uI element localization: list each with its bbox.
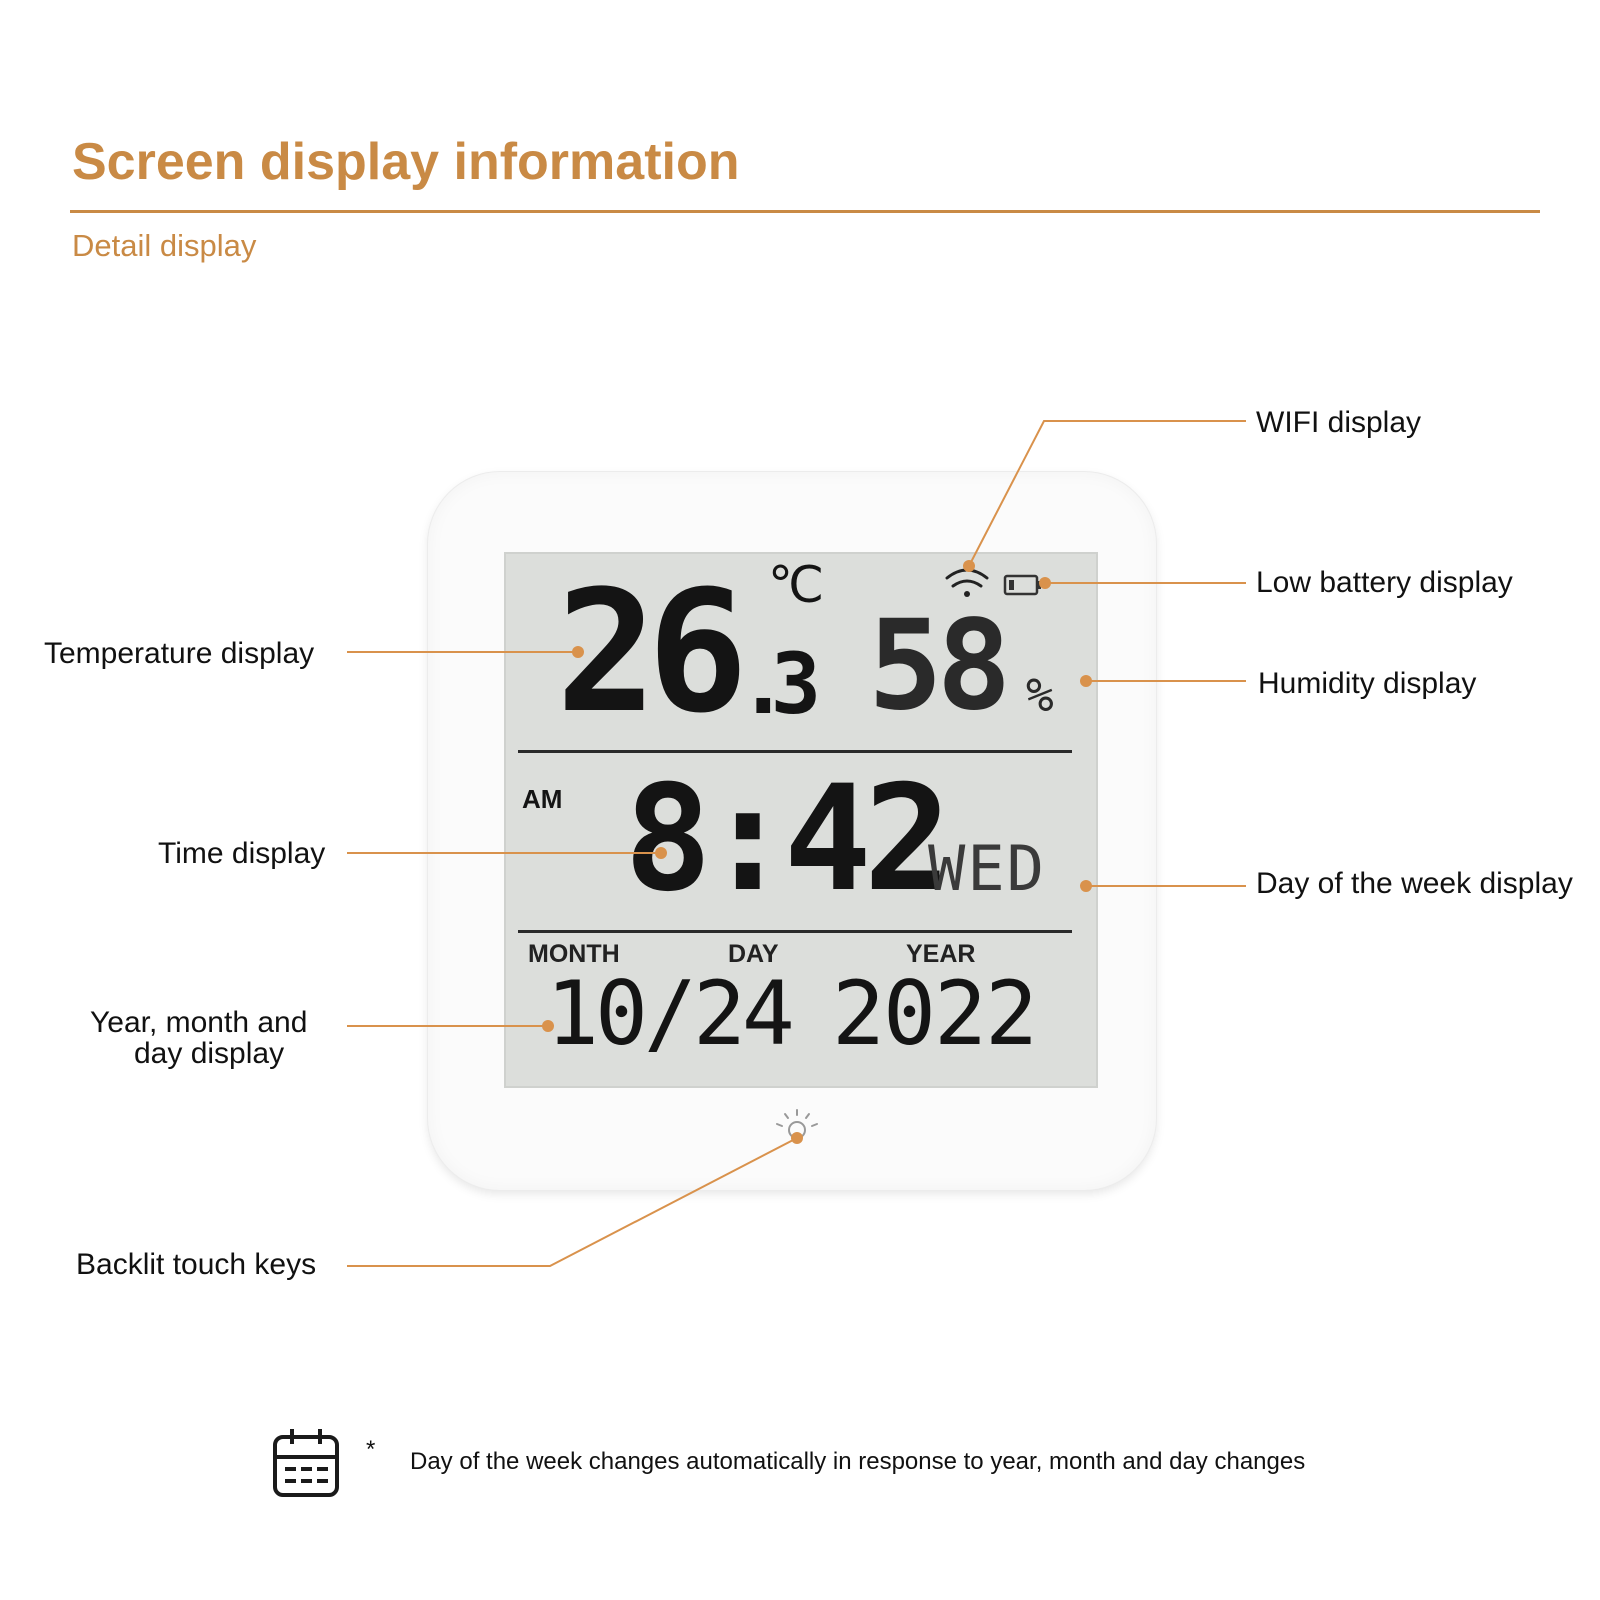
calendar-icon <box>273 1429 339 1497</box>
callout-date-line1: Year, month and <box>90 1006 308 1039</box>
callout-wifi: WIFI display <box>1256 406 1422 439</box>
humidity-value: 58 <box>868 594 1011 738</box>
wifi-icon <box>945 568 989 597</box>
month-label: MONTH <box>528 940 620 968</box>
callout-time: Time display <box>158 837 326 870</box>
page-subtitle: Detail display <box>72 228 257 263</box>
footnote-asterisk: * <box>366 1436 376 1463</box>
callout-battery: Low battery display <box>1256 566 1513 599</box>
callout-humidity: Humidity display <box>1258 667 1477 700</box>
temperature-unit: ℃ <box>768 556 825 614</box>
lcd-screen: 26 .3 ℃ 58 % AM 8:42 WED MONTH DAY YEAR … <box>504 552 1098 1088</box>
callout-temperature: Temperature display <box>44 637 315 670</box>
time-value: 8:42 <box>624 754 952 924</box>
lcd-divider-bottom <box>518 930 1072 933</box>
callout-date-line2: day display <box>134 1037 285 1070</box>
day-label: DAY <box>728 940 779 968</box>
page-title: Screen display information <box>72 133 740 191</box>
low-battery-icon <box>1003 574 1041 596</box>
callout-weekday: Day of the week display <box>1256 867 1573 900</box>
temperature-value: 26 <box>556 554 748 750</box>
footnote-text: Day of the week changes automatically in… <box>410 1448 1306 1475</box>
weekday-value: WED <box>928 832 1046 905</box>
lcd-divider-top <box>518 750 1072 753</box>
title-divider <box>70 210 1540 213</box>
year-label: YEAR <box>906 940 976 968</box>
humidity-unit: % <box>1026 668 1054 722</box>
date-value: 10/24 <box>546 962 795 1065</box>
callout-backlight: Backlit touch keys <box>76 1248 317 1281</box>
year-value: 2022 <box>832 962 1038 1065</box>
meridiem-label: AM <box>522 784 563 814</box>
